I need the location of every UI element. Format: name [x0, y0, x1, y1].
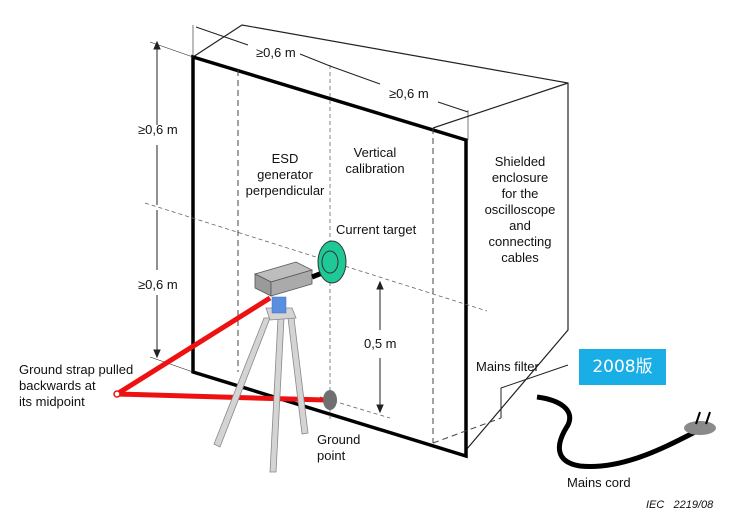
esd-generator — [253, 261, 331, 297]
tripod — [213, 307, 309, 473]
mains-filter-box — [500, 364, 569, 418]
label-ground-strap-1: Ground strap pulled — [19, 362, 133, 377]
current-target — [317, 240, 347, 284]
label-shielded-4: oscilloscope — [485, 202, 556, 217]
label-shielded-5: and — [509, 218, 531, 233]
horizontal-reference-line — [144, 202, 488, 312]
label-ground-strap-2: backwards at — [19, 378, 96, 393]
label-esd-generator-2: generator — [257, 167, 313, 182]
mains-plug — [684, 411, 716, 435]
label-esd-generator-3: perpendicular — [246, 183, 325, 198]
label-vertical-calibration-1: Vertical — [354, 145, 397, 160]
dim-upper-height: ≥0,6 m — [138, 122, 178, 137]
label-current-target: Current target — [336, 222, 417, 237]
edition-badge: 2008版 — [579, 349, 666, 385]
label-mains-cord: Mains cord — [567, 475, 631, 490]
dim-top-depth: ≥0,6 m — [389, 86, 429, 101]
reference-dashed-lines — [237, 70, 502, 444]
generator-mount — [271, 296, 287, 314]
dim-top-width: ≥0,6 m — [256, 45, 296, 60]
dimension-arrows — [149, 25, 469, 414]
label-shielded-2: enclosure — [492, 170, 548, 185]
iec-credit: IEC 2219/08 — [646, 499, 714, 511]
label-ground-point-2: point — [317, 448, 346, 463]
label-shielded-1: Shielded — [495, 154, 546, 169]
label-shielded-6: connecting — [489, 234, 552, 249]
dim-target-height: 0,5 m — [364, 336, 397, 351]
label-shielded-7: cables — [501, 250, 539, 265]
ground-point-marker — [323, 390, 337, 410]
mains-cord — [536, 394, 697, 470]
dim-lower-height: ≥0,6 m — [138, 277, 178, 292]
label-vertical-calibration-2: calibration — [345, 161, 404, 176]
label-mains-filter: Mains filter — [476, 359, 540, 374]
shielded-enclosure — [192, 24, 569, 451]
ground-strap — [115, 295, 326, 403]
label-ground-strap-3: its midpoint — [19, 394, 85, 409]
label-ground-point-1: Ground — [317, 432, 360, 447]
label-esd-generator-1: ESD — [272, 151, 299, 166]
ground-plane-frame — [191, 54, 468, 459]
label-shielded-3: for the — [502, 186, 539, 201]
